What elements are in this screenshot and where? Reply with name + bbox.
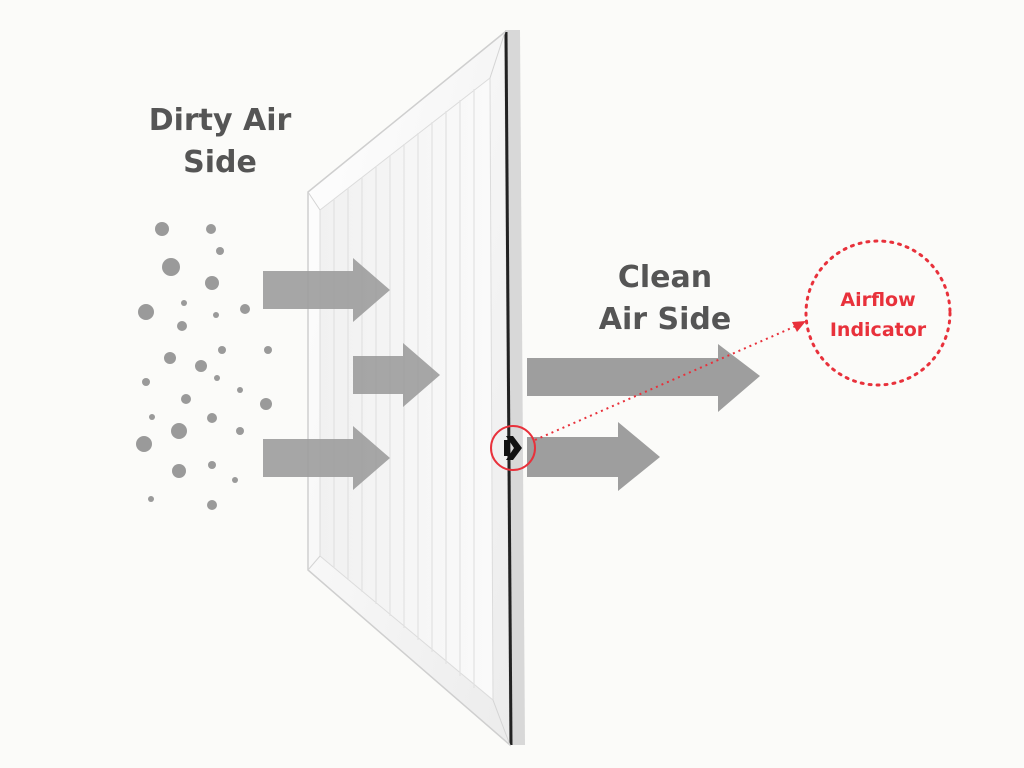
dust-particle [149,414,155,420]
indicator-label-line2: Indicator [829,319,927,341]
clean-air-side-label: Clean Air Side [565,257,765,341]
dust-particle [181,300,187,306]
outgoing-arrow-top [527,344,760,412]
incoming-airflow-arrows [263,258,440,490]
dust-particle [218,346,226,354]
dust-particle [236,427,244,435]
dust-particle [240,304,250,314]
dirty-air-label-line2: Side [183,145,257,180]
dust-particle [237,387,243,393]
dust-particle [142,378,150,386]
incoming-arrow-bottom [263,426,390,490]
dust-particle [264,346,272,354]
indicator-highlight-circle [490,425,536,471]
clean-air-label-line2: Air Side [598,302,732,337]
indicator-label-line1: Airflow [840,289,916,311]
outgoing-arrow-bottom [527,422,660,491]
dust-particle [138,304,154,320]
dirty-air-label-line1: Dirty Air [148,103,292,138]
outgoing-airflow-arrows [527,344,760,491]
airflow-indicator-label: Airflow Indicator [808,285,948,345]
dust-particle [208,461,216,469]
leader-arrowhead [792,321,806,332]
indicator-callout-circle [804,239,952,387]
dust-particle [171,423,187,439]
dust-particle [136,436,152,452]
dust-particle [207,500,217,510]
dust-particle [172,464,186,478]
dust-particle [164,352,176,364]
incoming-arrow-top [263,258,390,322]
dust-particle [214,375,220,381]
dirty-air-side-label: Dirty Air Side [110,100,330,184]
incoming-arrow-middle [353,343,440,407]
dust-particle [232,477,238,483]
dust-particle [177,321,187,331]
filter-edge-line [504,31,513,746]
dust-particle [206,224,216,234]
dust-particle [205,276,219,290]
dust-particle [148,496,154,502]
dust-particle [181,394,191,404]
dust-particle [162,258,180,276]
dust-particle [155,222,169,236]
dust-particle [260,398,272,410]
airflow-indicator-marker [490,425,536,471]
dust-particle [216,247,224,255]
dust-particle [207,413,217,423]
clean-air-label-line1: Clean [617,260,713,295]
dust-particle [195,360,207,372]
dust-particles [136,222,272,510]
dust-particle [213,312,219,318]
